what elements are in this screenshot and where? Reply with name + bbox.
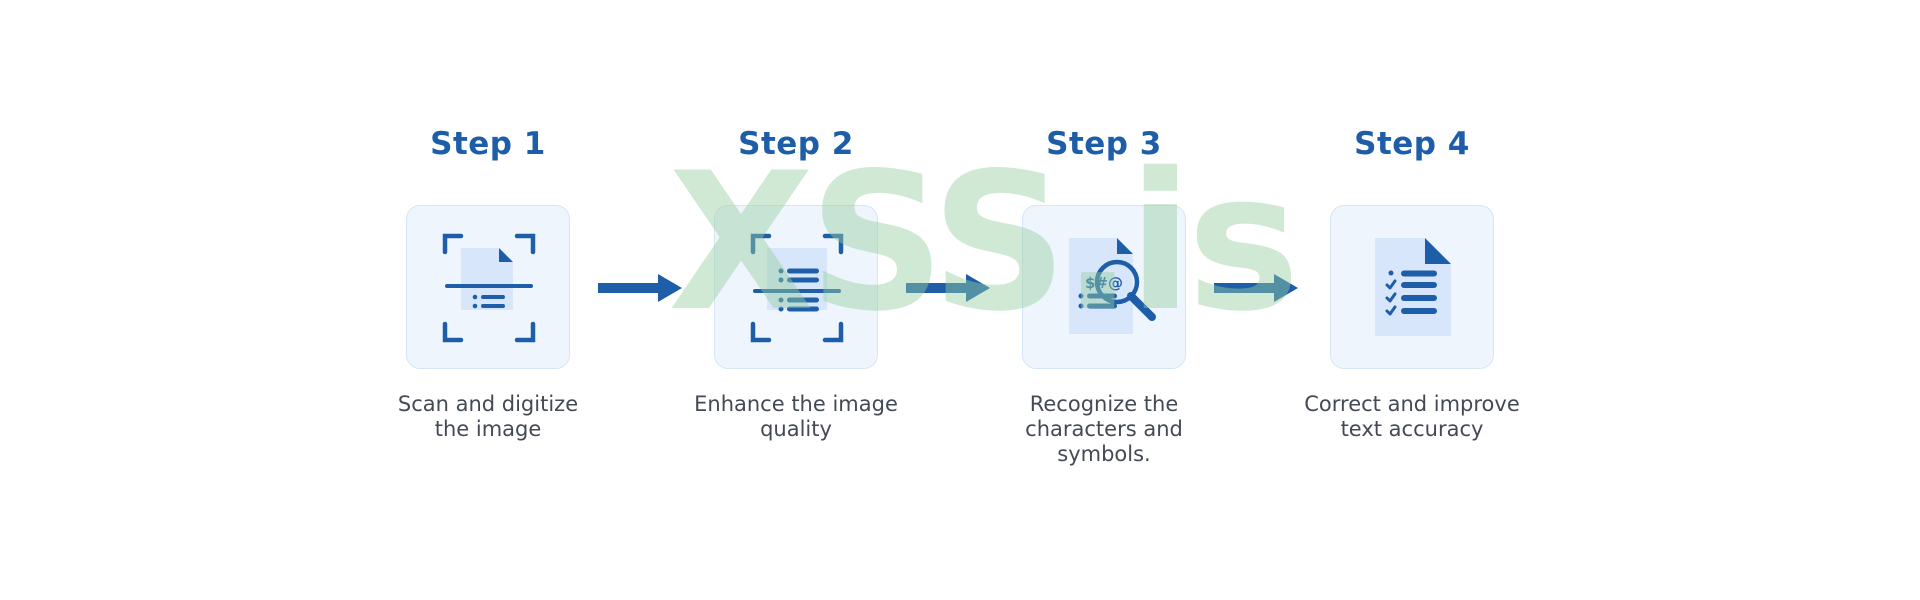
scan-document-icon bbox=[442, 233, 536, 343]
checklist-document-icon bbox=[1375, 238, 1451, 336]
step-2-caption: Enhance the image quality bbox=[676, 392, 916, 442]
caption-line: Recognize the bbox=[1029, 392, 1179, 416]
symbols-text: $#@ bbox=[1085, 274, 1123, 292]
arrow-right-icon bbox=[598, 274, 682, 302]
caption-line: quality bbox=[760, 417, 832, 441]
step-3-caption: Recognize the characters and symbols. bbox=[984, 392, 1224, 467]
arrow-right-icon bbox=[906, 274, 990, 302]
caption-line: the image bbox=[434, 417, 542, 441]
step-1-title: Step 1 bbox=[430, 126, 546, 162]
caption-line: Scan and digitize bbox=[397, 392, 579, 416]
step-4-card bbox=[1330, 205, 1494, 369]
caption-line: text accuracy bbox=[1340, 417, 1484, 441]
caption-line: symbols. bbox=[1057, 442, 1151, 466]
step-2-card bbox=[714, 205, 878, 369]
caption-line: characters and bbox=[1025, 417, 1183, 441]
step-4-title: Step 4 bbox=[1354, 126, 1470, 162]
step-3-title: Step 3 bbox=[1046, 126, 1162, 162]
step-2-title: Step 2 bbox=[738, 126, 854, 162]
enhance-document-icon bbox=[750, 233, 844, 343]
recognize-characters-icon: $#@ bbox=[1069, 238, 1156, 334]
caption-line: Enhance the image bbox=[694, 392, 898, 416]
step-1-card bbox=[406, 205, 570, 369]
arrow-right-icon bbox=[1214, 274, 1298, 302]
step-1-caption: Scan and digitize the image bbox=[368, 392, 608, 442]
caption-line: Correct and improve bbox=[1304, 392, 1520, 416]
step-4-caption: Correct and improve text accuracy bbox=[1292, 392, 1532, 442]
step-3-card: $#@ bbox=[1022, 205, 1186, 369]
